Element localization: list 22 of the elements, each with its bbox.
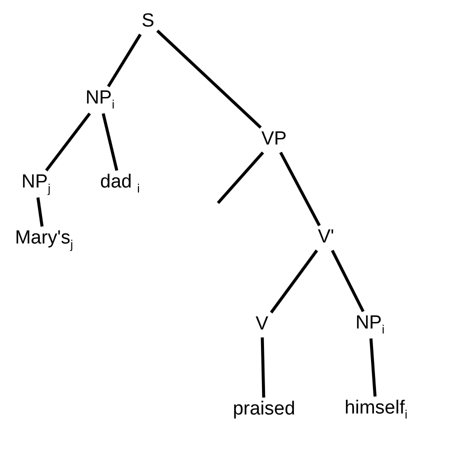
tree-branch	[102, 113, 118, 171]
tree-label: V'	[316, 226, 336, 250]
tree-label: VP	[259, 128, 289, 152]
tree-label: S	[140, 10, 156, 34]
tree-branch	[279, 152, 321, 226]
tree-branch	[156, 30, 262, 129]
tree-branch	[260, 337, 266, 398]
tree-label: V	[254, 314, 270, 336]
tree-label: NP$_{i}$	[83, 88, 117, 112]
tree-label: himself$_{i}$	[342, 398, 410, 422]
tree-branch	[369, 338, 377, 397]
tree-branch	[216, 151, 264, 204]
tree-branch	[270, 250, 318, 314]
tree-branch	[107, 34, 142, 88]
tree-label: praised	[230, 398, 298, 422]
tree-branch	[330, 250, 365, 312]
tree-label: Mary's$_{j}$	[12, 228, 76, 252]
tree-label: dad $_{i}$	[98, 172, 142, 196]
tree-branch	[36, 197, 44, 227]
tree-label: NP$_{j}$	[19, 172, 53, 196]
tree-label: NP$_{i}$	[353, 312, 387, 338]
tree-branch	[45, 112, 91, 172]
